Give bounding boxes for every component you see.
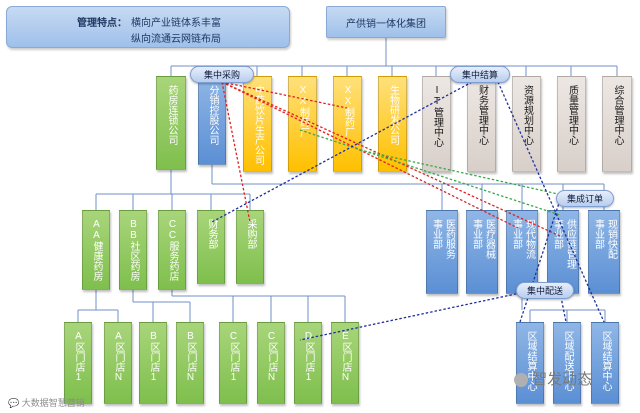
- org-label: 药房连锁公司: [166, 85, 177, 145]
- org-label: 财务部: [206, 219, 217, 249]
- org-it-management-center: IT管理中心: [422, 76, 451, 172]
- pill-label: 集成订单: [566, 194, 603, 204]
- mgmt-title: 管理特点：: [77, 18, 127, 29]
- watermark-right-text: 智发动态: [532, 371, 593, 388]
- org-bb-community-pharmacy: BB社区药房: [119, 210, 147, 290]
- store-label: C区门店N: [266, 331, 277, 383]
- org-pharma-factory-1: XX制药厂: [288, 76, 317, 172]
- org-label: 质量管理中心: [566, 85, 578, 145]
- org-label: BB社区药房: [128, 219, 139, 281]
- watermark-right: 智发动态: [514, 368, 592, 389]
- store-label: B区门店N: [185, 331, 196, 383]
- regional-settlement-center-2: 区域结算中心: [591, 322, 619, 404]
- org-label: 采购部: [245, 219, 256, 249]
- store-e-n: E区门店N: [331, 322, 359, 404]
- store-a-1: A区门店1: [64, 322, 92, 404]
- org-label-col1: 现销快配: [605, 219, 617, 259]
- org-quality-management-center: 质量管理中心: [557, 76, 586, 172]
- org-label-col1: 供应链管理: [564, 219, 576, 269]
- org-label-col1: 现代物流: [523, 219, 535, 259]
- mgmt-line-1: 横向产业链体系丰富: [131, 18, 221, 29]
- pill-centralized-settlement: 集中结算: [450, 66, 510, 83]
- org-label: AA健康药房: [91, 219, 102, 281]
- pill-integrated-order: 集成订单: [556, 190, 614, 207]
- mgmt-line-2: 纵向流通云网链布局: [131, 34, 221, 45]
- store-c-n: C区门店N: [257, 322, 285, 404]
- store-a-n: A区门店N: [104, 322, 132, 404]
- pill-label: 集中结算: [461, 70, 498, 80]
- store-label: A区门店N: [113, 331, 124, 383]
- org-label: 财务管理中心: [476, 85, 488, 145]
- org-label-col2: 事业部: [551, 219, 563, 249]
- org-label: XX制药厂: [297, 85, 309, 137]
- org-general-management-center: 综合管理中心: [602, 76, 632, 172]
- procurement-link: [221, 81, 348, 109]
- org-label-col1: 医疗器械: [483, 219, 495, 259]
- watermark-left: 💬 大数据智慧营销: [8, 396, 85, 409]
- org-resource-planning-center: 资源规划中心: [512, 76, 541, 172]
- store-label: D区门店1: [303, 331, 314, 383]
- org-label-col2: 事业部: [470, 219, 482, 249]
- pill-label: 集中配送: [526, 286, 563, 296]
- org-cc-service-pharmacy: CC服务药店: [158, 210, 186, 290]
- group-company-label: 产供销一体化集团: [346, 18, 426, 30]
- center-label: 区域结算中心: [600, 331, 611, 391]
- org-aa-health-pharmacy: AA健康药房: [82, 210, 110, 290]
- pill-centralized-procurement: 集中采购: [190, 66, 254, 83]
- store-c-1: C区门店1: [219, 322, 247, 404]
- org-medical-device-division: 医疗器械事业部: [466, 210, 498, 294]
- speech-bubble-icon: 💬: [8, 398, 20, 408]
- regional-distribution-center: 区域配送中心: [553, 322, 581, 404]
- org-pharmacy-chain: 药房连锁公司: [156, 76, 186, 170]
- org-distribution-holding: 分销控股公司: [198, 76, 226, 165]
- store-label: E区门店N: [340, 331, 351, 383]
- org-label-col2: 事业部: [430, 219, 442, 249]
- group-company-box: 产供销一体化集团: [326, 6, 446, 38]
- org-label: 分销控股公司: [207, 85, 218, 145]
- store-label: C区门店1: [228, 331, 239, 383]
- center-label: 区域配送中心: [562, 331, 573, 391]
- store-d-1: D区门店1: [294, 322, 322, 404]
- org-label-col1: 医药服务: [443, 219, 455, 259]
- management-features-box: 管理特点： 横向产业链体系丰富 纵向流通云网链布局: [6, 6, 290, 48]
- pill-centralized-delivery: 集中配送: [516, 282, 574, 299]
- org-medical-service-division: 医药服务事业部: [426, 210, 458, 294]
- org-pharma-factory-2: XX制药厂: [333, 76, 362, 172]
- org-finance-department: 财务部: [197, 210, 225, 284]
- pill-label: 集中采购: [203, 70, 240, 80]
- watermark-left-text: 大数据智慧营销: [21, 398, 85, 408]
- store-b-1: B区门店1: [139, 322, 167, 404]
- org-quick-delivery-division: 现销快配事业部: [588, 210, 620, 294]
- org-label: 生物研发公司: [387, 85, 399, 145]
- org-tcm-pieces-producer: 中药饮片生产公司: [243, 76, 272, 172]
- org-label: XX制药厂: [342, 85, 354, 137]
- org-finance-management-center: 财务管理中心: [467, 76, 496, 172]
- store-label: A区门店1: [73, 331, 84, 383]
- center-label: 区域结算中心: [525, 331, 536, 391]
- store-b-n: B区门店N: [176, 322, 204, 404]
- regional-settlement-center-1: 区域结算中心: [516, 322, 544, 404]
- org-procurement-department: 采购部: [236, 210, 264, 284]
- wechat-icon: [514, 373, 528, 388]
- org-label: 中药饮片生产公司: [252, 85, 264, 165]
- org-label: IT管理中心: [431, 85, 443, 147]
- org-label-col2: 事业部: [510, 219, 522, 249]
- org-label: 综合管理中心: [612, 85, 623, 145]
- org-label-col2: 事业部: [592, 219, 604, 249]
- store-label: B区门店1: [148, 331, 159, 383]
- org-label: 资源规划中心: [521, 85, 533, 145]
- org-biotech-rd: 生物研发公司: [378, 76, 407, 172]
- org-label: CC服务药店: [167, 219, 178, 281]
